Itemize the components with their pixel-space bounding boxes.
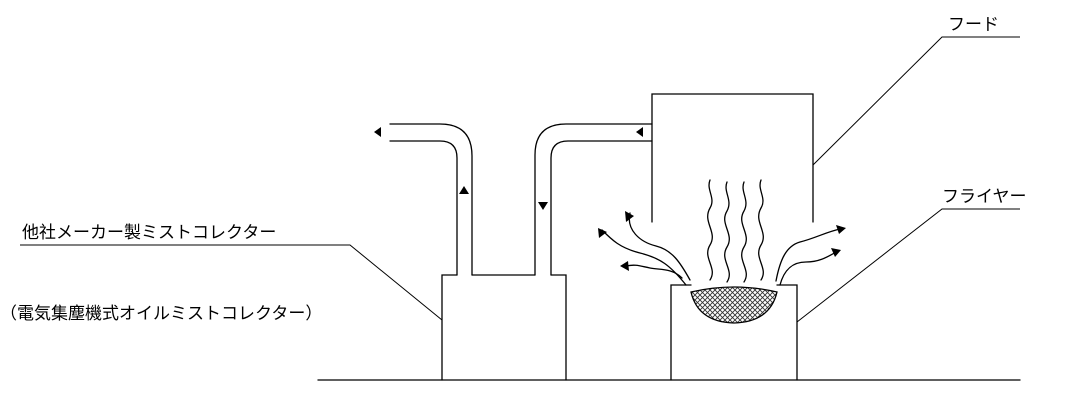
hood-outline (651, 93, 814, 223)
collector-leader-line (20, 244, 443, 321)
inlet-duct-inner (550, 140, 653, 276)
collector-label: 他社メーカー製ミストコレクター (22, 223, 276, 243)
fryer-leader-line (796, 208, 1020, 323)
inlet-duct-outer (534, 123, 653, 276)
collector-type-label: （電気集塵機式オイルミストコレクター） (0, 304, 322, 324)
fume-lines (707, 179, 764, 283)
fryer-oil (690, 286, 778, 324)
exhaust-duct-outer (389, 123, 473, 276)
mist-collector-body (441, 274, 567, 381)
fryer-body (670, 284, 798, 381)
hood-label: フード (948, 15, 999, 35)
escaping-fumes-left (601, 212, 691, 286)
airflow-arrows (374, 127, 846, 271)
escaping-fumes-right (775, 228, 841, 286)
hood-leader-line (812, 36, 1020, 166)
fryer-label: フライヤー (942, 187, 1027, 207)
exhaust-duct-inner (389, 140, 458, 276)
